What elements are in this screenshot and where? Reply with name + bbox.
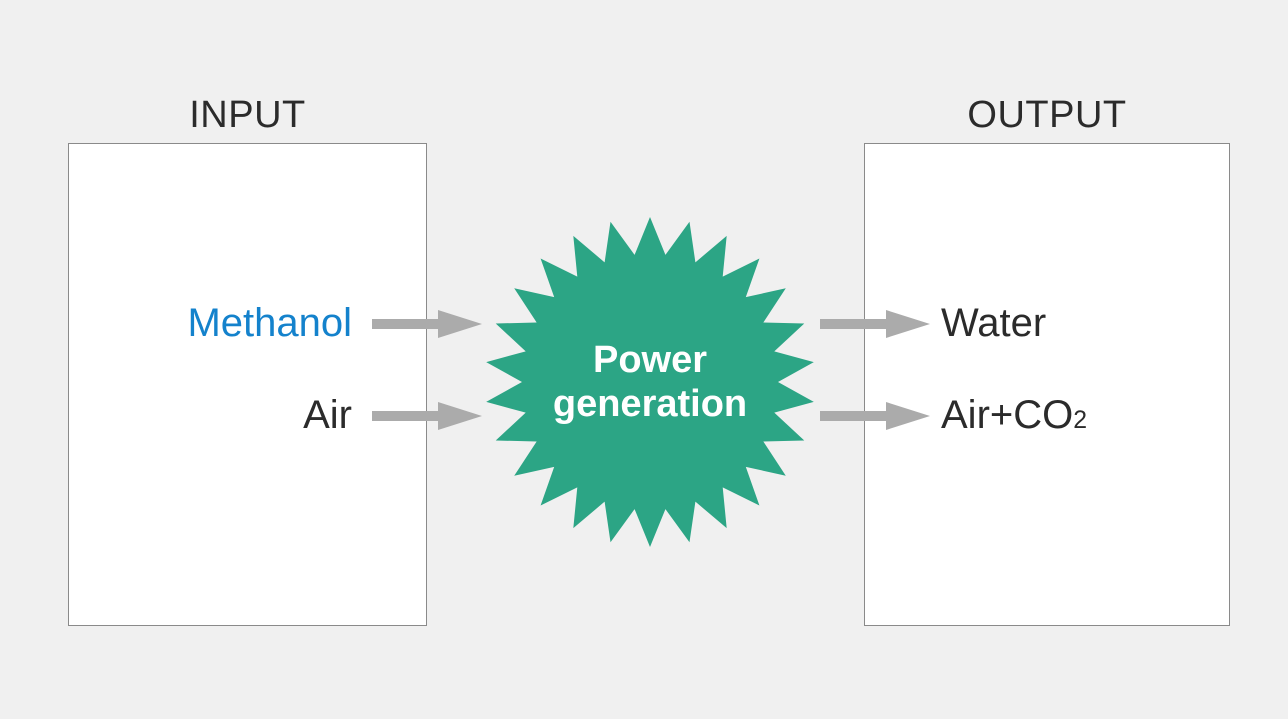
input-item-label-air: Air <box>303 393 352 437</box>
air-co2-main-text: Air+CO <box>941 393 1074 437</box>
arrow-right-icon-air-co2 <box>820 402 930 430</box>
starburst-icon <box>486 217 814 547</box>
arrow-right-icon-air <box>372 402 482 430</box>
arrow-right-icon-water <box>820 310 930 338</box>
air-co2-subscript-text: 2 <box>1073 407 1088 434</box>
output-panel <box>864 143 1230 626</box>
arrow-right-icon-methanol <box>372 310 482 338</box>
output-item-label-water: Water <box>941 301 1047 345</box>
output-section-title: OUTPUT <box>967 94 1127 136</box>
input-panel <box>68 143 427 626</box>
output-item-label-air-co2: Air+CO2 <box>941 395 1241 435</box>
input-section-title: INPUT <box>189 94 306 136</box>
input-item-label-methanol: Methanol <box>187 301 352 345</box>
